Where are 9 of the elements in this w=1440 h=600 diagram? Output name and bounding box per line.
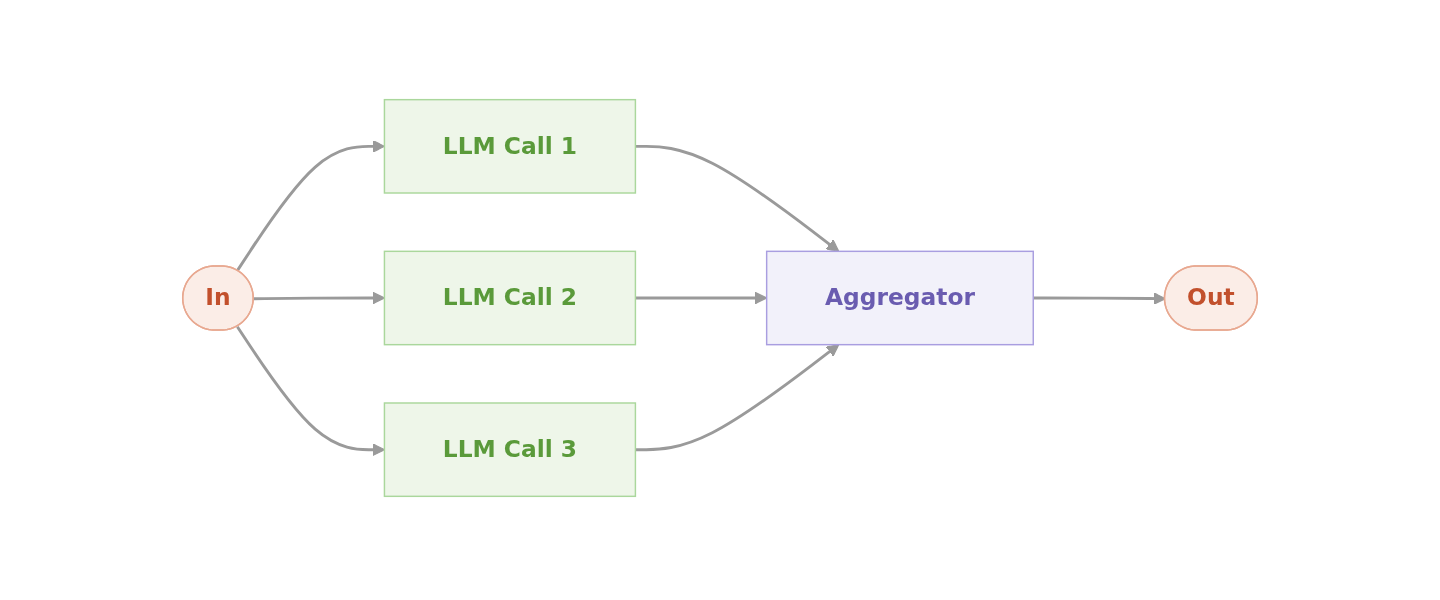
node-box: LLM Call 2	[383, 250, 637, 346]
node-box: Aggregator	[765, 250, 1034, 346]
arrow	[253, 291, 385, 305]
arrow	[635, 144, 840, 252]
arrow	[635, 344, 840, 452]
node-box: LLM Call 3	[383, 402, 637, 498]
arrow	[236, 139, 385, 272]
arrow	[236, 326, 385, 457]
node-box: LLM Call 1	[383, 98, 637, 194]
